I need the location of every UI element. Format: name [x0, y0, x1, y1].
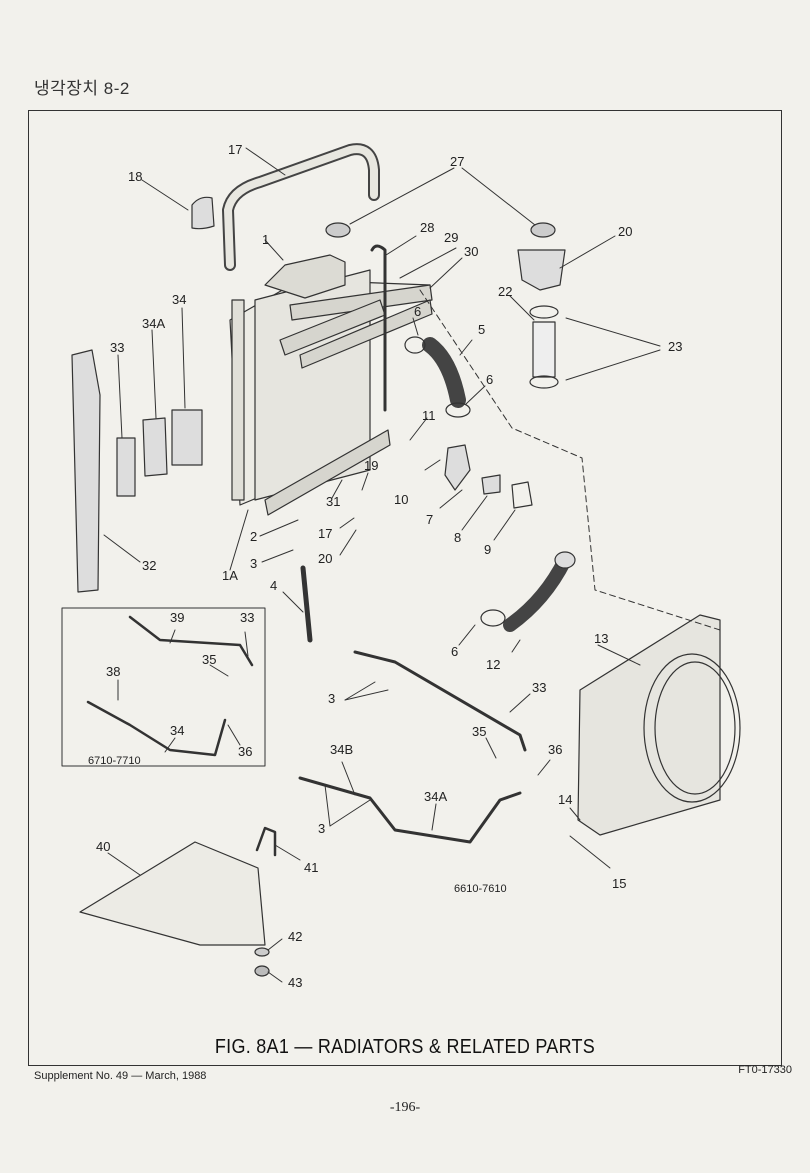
callout-10: 10	[394, 492, 408, 507]
callout-3-b: 3	[328, 691, 335, 706]
callout-3-c: 3	[318, 821, 325, 836]
radiator-core	[229, 254, 433, 516]
figure-caption: FIG. 8A1 — RADIATORS & RELATED PARTS	[214, 1036, 596, 1058]
overflow-tube	[370, 244, 387, 412]
hose-segment	[532, 321, 556, 378]
washer-42	[254, 947, 270, 957]
callout-15: 15	[612, 876, 626, 891]
callout-19: 20	[618, 224, 632, 239]
callout-18: 20	[318, 551, 332, 566]
callout-34b: 34B	[330, 742, 353, 757]
callout-25: 30	[464, 244, 478, 259]
callout-1a: 1A	[222, 568, 238, 583]
callout-6-c: 6	[451, 644, 458, 659]
bolt-41	[255, 826, 277, 857]
gasket	[511, 481, 533, 509]
fan-shroud	[577, 614, 741, 836]
callout-20: 22	[498, 284, 512, 299]
callout-27: 17	[228, 142, 242, 157]
callout-5: 5	[478, 322, 485, 337]
callout-40: 40	[96, 839, 110, 854]
callout-33-a: 33	[240, 610, 254, 625]
callout-32: 32	[142, 558, 156, 573]
inset-model-label: 6710-7710	[88, 755, 141, 767]
callout-30: 34	[172, 292, 186, 307]
callout-13: 13	[594, 631, 608, 646]
document-code: FT0-17330	[738, 1064, 792, 1076]
section-header: 냉각장치 8-2	[34, 79, 130, 98]
callout-11: 11	[422, 408, 436, 423]
callout-6-a: 6	[414, 304, 421, 319]
callout-26: 31	[326, 494, 340, 509]
hose-clamp-lower	[529, 375, 559, 389]
callout-2: 2	[250, 529, 257, 544]
hose-clamp-upper	[529, 305, 559, 319]
inset-box	[61, 607, 266, 767]
cover-plate-40	[79, 841, 266, 946]
main-model-label: 6610-7610	[454, 883, 507, 895]
seal-30	[171, 409, 203, 466]
lower-hose	[422, 337, 466, 408]
callout-22: 27	[450, 154, 464, 169]
callout-6-b: 6	[486, 372, 493, 387]
callout-9: 9	[484, 542, 491, 557]
radiator-cap-2	[530, 222, 556, 238]
seal-29	[116, 437, 136, 497]
callout-36-b: 36	[548, 742, 562, 757]
callout-31: 34A	[142, 316, 165, 331]
thermostat	[481, 474, 501, 495]
callout-43: 43	[288, 975, 302, 990]
drain-tube	[300, 565, 313, 643]
supplement-note: Supplement No. 49 — March, 1988	[34, 1070, 207, 1082]
callout-17: 19	[364, 458, 378, 473]
callout-39: 39	[170, 610, 184, 625]
hose-sleeve	[191, 196, 215, 230]
callout-3-a: 3	[250, 556, 257, 571]
figure-frame	[28, 110, 782, 1066]
callout-21: 23	[668, 339, 682, 354]
callout-16: 17	[318, 526, 332, 541]
filler-neck	[517, 249, 566, 291]
callout-1: 1	[262, 232, 269, 247]
callout-28: 18	[128, 169, 142, 184]
callout-33-b: 33	[532, 680, 546, 695]
clamp-6a	[404, 336, 426, 354]
callout-24: 29	[444, 230, 458, 245]
callout-14: 14	[558, 792, 572, 807]
callout-23: 28	[420, 220, 434, 235]
callout-42: 42	[288, 929, 302, 944]
bypass-hose	[503, 553, 572, 632]
tube-34b	[298, 776, 522, 844]
callout-35-a: 35	[202, 652, 216, 667]
water-outlet-elbow	[444, 444, 471, 491]
callout-34: 34	[170, 723, 184, 738]
callout-36-a: 36	[238, 744, 252, 759]
bracket-31	[142, 417, 168, 477]
clamp-6b	[445, 402, 471, 418]
callout-34a: 34A	[424, 789, 447, 804]
radiator-cap	[325, 222, 351, 238]
callout-7: 7	[426, 512, 433, 527]
nut-43	[254, 965, 270, 977]
callout-4: 4	[270, 578, 277, 593]
callout-38: 38	[106, 664, 120, 679]
callout-35-b: 35	[472, 724, 486, 739]
callout-41: 41	[304, 860, 318, 875]
tube-33	[353, 650, 527, 752]
callout-8: 8	[454, 530, 461, 545]
callout-29: 33	[110, 340, 124, 355]
callout-12: 12	[486, 657, 500, 672]
clamp-6c	[480, 609, 506, 627]
tube-34-inset	[86, 700, 227, 757]
tube-39	[128, 615, 254, 667]
page-number: -196-	[389, 1100, 421, 1115]
seal-32	[71, 349, 101, 593]
